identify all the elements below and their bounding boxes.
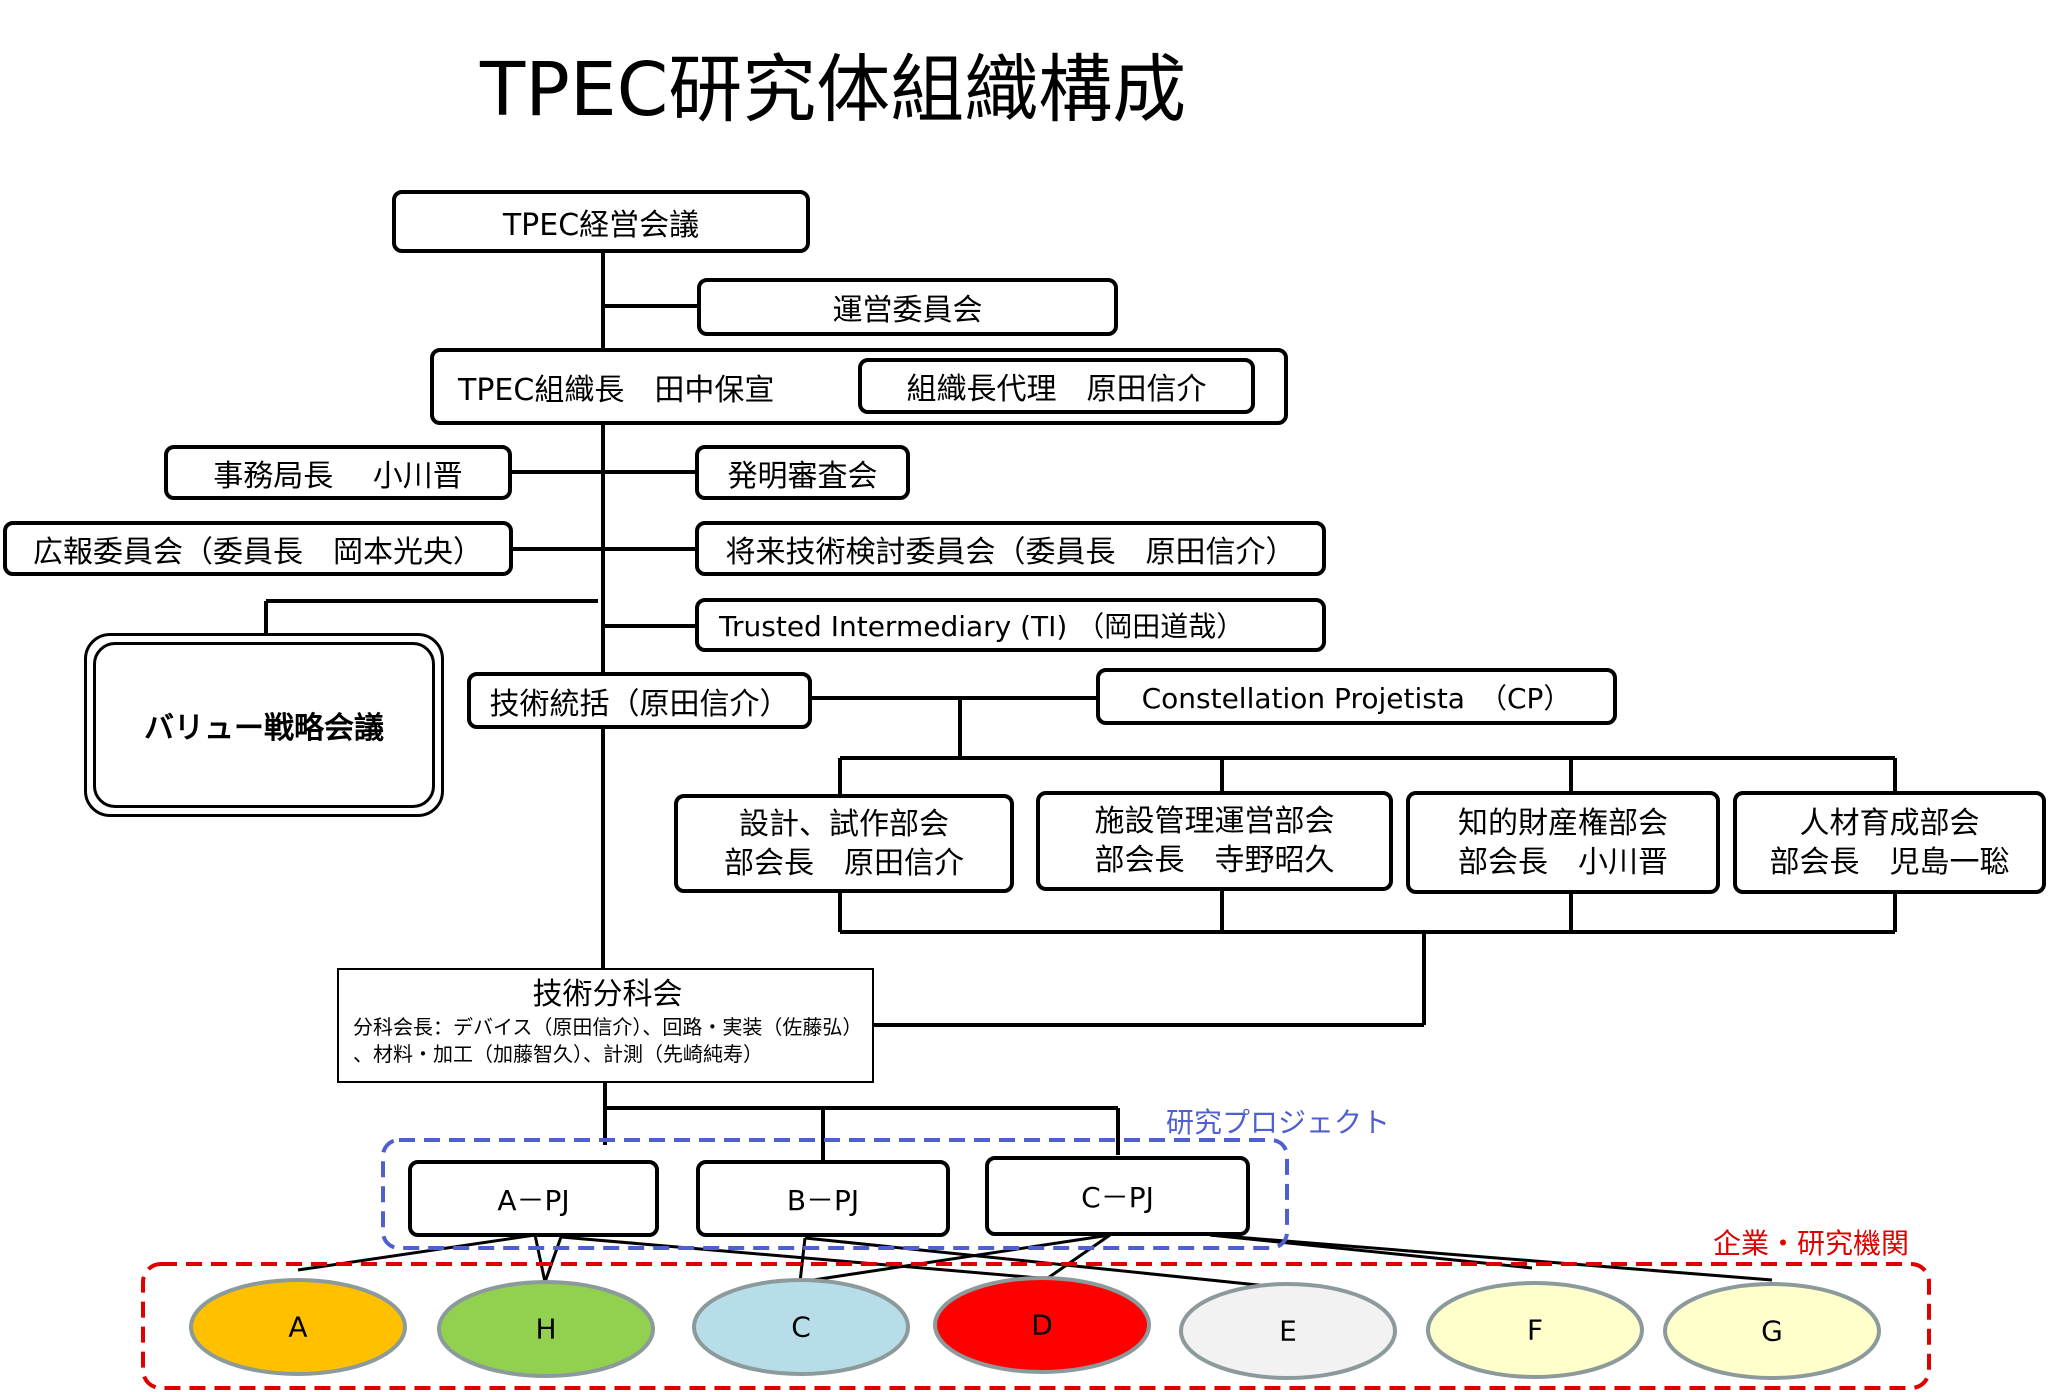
org-label-f: F xyxy=(1526,1313,1544,1347)
bunkakai-line2: 、材料・加工（加藤智久）、計測（先崎純寿） xyxy=(353,1041,763,1066)
keiei-kaigi-box: TPEC経営会議 xyxy=(392,190,810,253)
org-group-label: 企業・研究機関 xyxy=(1713,1227,1910,1260)
unei-iinkai-box: 運営委員会 xyxy=(697,278,1118,336)
org-ellipse-f xyxy=(1426,1281,1644,1379)
bukai-jinzai-line2: 部会長 児島一聡 xyxy=(1769,844,2010,880)
org-ellipse-e xyxy=(1179,1282,1397,1380)
org-ellipse-a xyxy=(189,1278,407,1376)
bunkakai-line1: 分科会長：デバイス（原田信介）、回路・実装（佐藤弘） xyxy=(353,1014,863,1039)
bukai-shisetsu-box: 施設管理運営部会 部会長 寺野昭久 xyxy=(1036,791,1393,891)
value-senryaku-label: バリュー戦略会議 xyxy=(93,642,435,808)
project-a-box: A－PJ xyxy=(408,1160,659,1237)
gijutsu-tokatsu-box: 技術統括（原田信介） xyxy=(467,672,812,729)
bunkakai-title: 技術分科会 xyxy=(532,977,683,1012)
hatsumei-shinsakai-box: 発明審査会 xyxy=(695,445,910,500)
project-c-box: C－PJ xyxy=(985,1156,1250,1236)
bukai-chiteki-line2: 部会長 小川晋 xyxy=(1458,844,1668,880)
bukai-sekkei-line1: 設計、試作部会 xyxy=(739,806,949,842)
jimukyokucho-box: 事務局長 小川晋 xyxy=(164,445,512,500)
org-label-d: D xyxy=(1031,1308,1053,1342)
value-senryaku-box: バリュー戦略会議 xyxy=(84,633,444,817)
org-ellipse-h xyxy=(437,1280,655,1378)
page-title: TPEC研究体組織構成 xyxy=(480,47,1187,133)
bukai-sekkei-box: 設計、試作部会 部会長 原田信介 xyxy=(674,794,1014,893)
project-b-box: B－PJ xyxy=(696,1160,950,1237)
soshikicho-dairi-box: 組織長代理 原田信介 xyxy=(858,358,1255,414)
org-label-e: E xyxy=(1279,1314,1297,1348)
org-ellipse-d xyxy=(933,1276,1151,1374)
bukai-shisetsu-line2: 部会長 寺野昭久 xyxy=(1094,843,1335,878)
org-label-c: C xyxy=(791,1310,811,1344)
bukai-jinzai-line1: 人材育成部会 xyxy=(1799,805,1980,841)
bukai-chiteki-box: 知的財産権部会 部会長 小川晋 xyxy=(1406,791,1720,894)
ti-box: Trusted Intermediary (TI) （岡田道哉） xyxy=(695,598,1326,652)
research-project-label: 研究プロジェクト xyxy=(1166,1106,1391,1139)
bukai-sekkei-line2: 部会長 原田信介 xyxy=(724,845,964,881)
research-project-group xyxy=(381,1138,1289,1250)
org-ellipse-g xyxy=(1663,1282,1881,1380)
org-label-g: G xyxy=(1761,1314,1783,1348)
shorai-gijutsu-box: 将来技術検討委員会（委員長 原田信介） xyxy=(695,521,1326,576)
gijutsu-bunkakai-box: 技術分科会 分科会長：デバイス（原田信介）、回路・実装（佐藤弘） 、材料・加工（… xyxy=(337,968,874,1083)
cp-box: Constellation Projetista （CP） xyxy=(1096,668,1617,725)
bukai-shisetsu-line1: 施設管理運営部会 xyxy=(1094,804,1335,839)
bukai-jinzai-box: 人材育成部会 部会長 児島一聡 xyxy=(1733,791,2046,894)
org-label-a: A xyxy=(288,1310,308,1344)
koho-iinkai-box: 広報委員会（委員長 岡本光央） xyxy=(3,521,513,576)
org-ellipse-c xyxy=(692,1278,910,1376)
org-label-h: H xyxy=(535,1312,557,1346)
bukai-chiteki-line1: 知的財産権部会 xyxy=(1458,805,1668,841)
org-group xyxy=(141,1262,1931,1390)
soshikicho-label: TPEC組織長 田中保宣 xyxy=(458,372,775,408)
